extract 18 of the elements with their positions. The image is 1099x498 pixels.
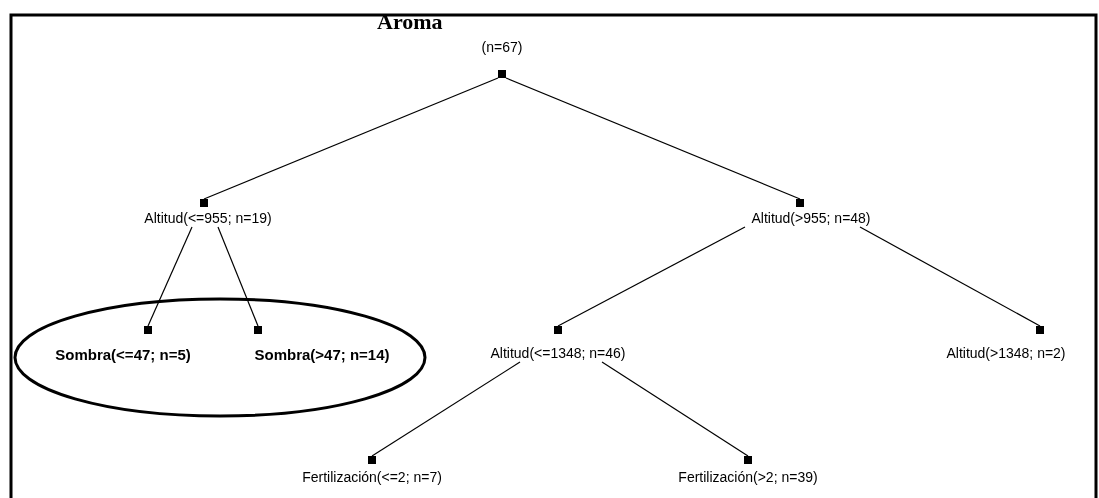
node-label: (n=67) <box>481 38 523 56</box>
node-label: Altitud(<=1348; n=46) <box>490 344 626 362</box>
node-label: Fertilización(>2; n=39) <box>678 468 818 486</box>
node-label: Altitud(>955; n=48) <box>751 209 871 227</box>
tree-branch-line <box>505 77 801 200</box>
tree-branch-line <box>859 226 1041 327</box>
tree-branch-line <box>203 77 499 200</box>
tree-branch-line <box>147 226 193 327</box>
tree-branch-line <box>217 226 259 327</box>
node-label: Altitud(<=955; n=19) <box>144 209 272 227</box>
node-label: Fertilización(<=2; n=7) <box>302 468 442 486</box>
node-label: Sombra(>47; n=14) <box>254 346 390 364</box>
tree-branch-line <box>371 361 521 457</box>
node-label: Sombra(<=47; n=5) <box>55 346 191 364</box>
tree-branch-line <box>601 361 749 457</box>
node-label: Altitud(>1348; n=2) <box>946 344 1066 362</box>
diagram-title: Aroma <box>377 10 443 34</box>
tree-branch-line <box>557 226 746 327</box>
